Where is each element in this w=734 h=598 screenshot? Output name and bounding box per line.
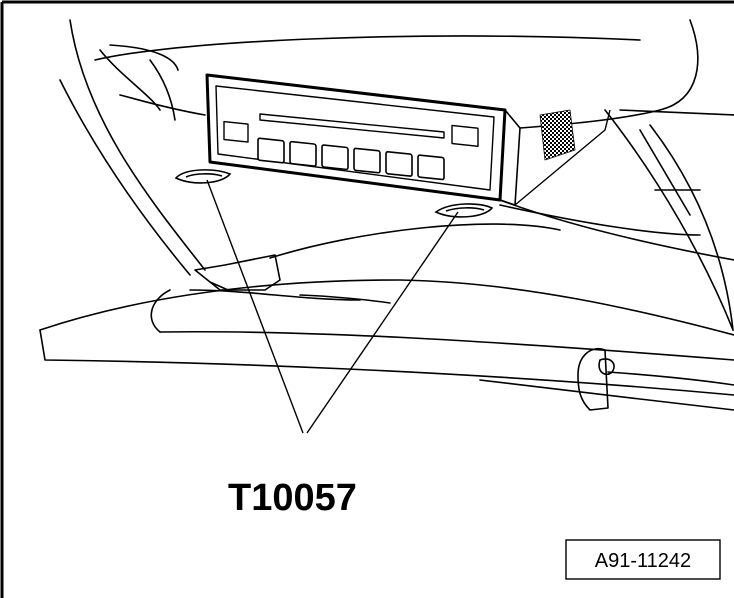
reference-code: A91-11242 [595,550,691,572]
speaker-grille [539,109,576,161]
radio-right-button [451,124,479,147]
cd-slot [259,113,445,139]
callout-leader-lines [206,179,459,434]
dashboard-outline [39,19,734,411]
radio-preset-buttons [257,137,445,181]
left-tool-slot [174,169,232,184]
removal-tool-slots [174,169,494,218]
radio-left-button [223,120,249,143]
tool-callout-label: T10057 [228,477,357,519]
radio-unit [205,73,611,206]
reference-code-box: A91-11242 [565,539,721,580]
right-tool-slot [434,203,494,218]
